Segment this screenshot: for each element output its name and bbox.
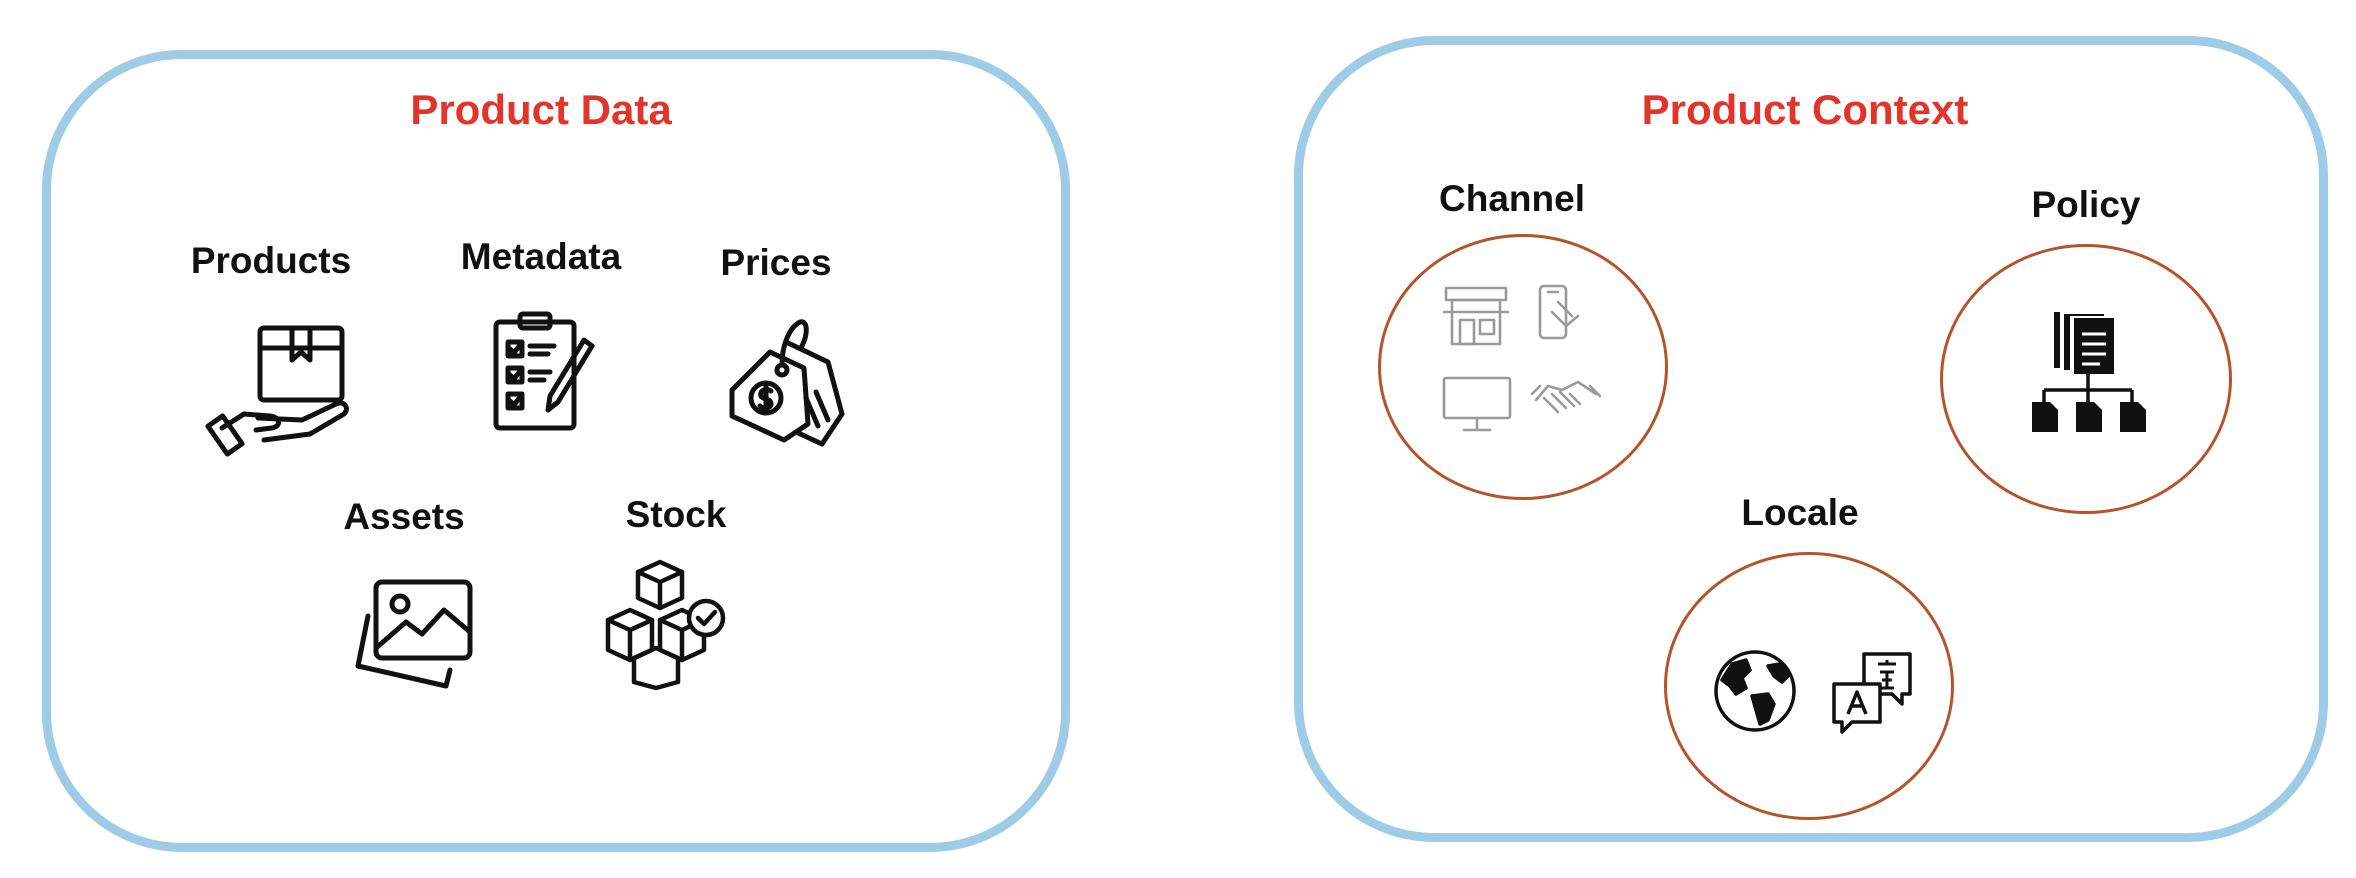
globe-icon: [1712, 648, 1798, 734]
policy-circle: [1940, 244, 2232, 514]
stock-label: Stock: [625, 494, 727, 535]
metadata-label: Metadata: [460, 236, 622, 277]
translate-icon: [1830, 650, 1914, 734]
products-label: Products: [190, 240, 352, 281]
policy-label: Policy: [2031, 184, 2141, 225]
desktop-monitor-icon: [1442, 376, 1512, 432]
handshake-icon: [1530, 380, 1602, 414]
image-gallery-icon: [352, 578, 474, 692]
assets-label: Assets: [343, 496, 465, 537]
channel-label: Channel: [1439, 178, 1585, 219]
locale-circle: [1664, 552, 1954, 820]
channel-icons: [1440, 282, 1608, 440]
locale-label: Locale: [1741, 492, 1859, 533]
channel-circle: [1378, 234, 1668, 500]
product-data-panel: [42, 50, 1070, 852]
stacked-boxes-icon: [604, 558, 738, 691]
clipboard-checklist-icon: [492, 311, 596, 432]
package-in-hand-icon: [205, 318, 352, 457]
document-hierarchy-icon: [2028, 310, 2146, 434]
mobile-touch-icon: [1538, 284, 1580, 340]
prices-label: Prices: [720, 242, 832, 283]
storefront-icon: [1442, 286, 1510, 346]
product-data-title: Product Data: [410, 86, 672, 133]
product-context-title: Product Context: [1641, 86, 1969, 133]
price-tag-icon: [724, 318, 846, 448]
